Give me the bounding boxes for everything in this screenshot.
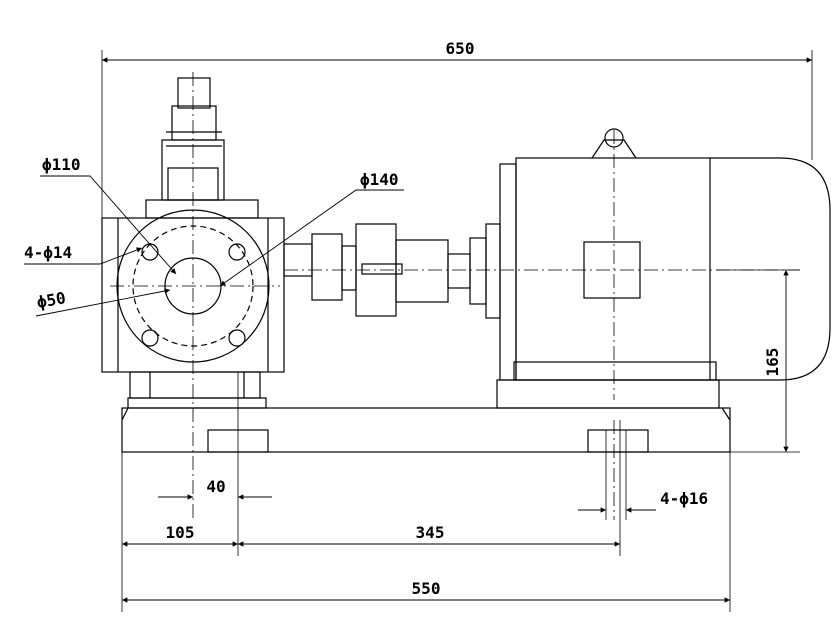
dimension-lines <box>102 57 812 603</box>
dim-coupling-dia: ϕ140 <box>360 170 399 189</box>
dim-overall-width: 650 <box>446 39 475 58</box>
dim-flange-dia: ϕ110 <box>42 155 81 174</box>
base-plate <box>121 379 731 453</box>
dim-shaft-height: 165 <box>763 348 782 377</box>
dim-bolt-holes: 4-ϕ14 <box>24 243 72 262</box>
dim-offset-small: 40 <box>206 477 225 496</box>
leader-lines <box>24 175 404 317</box>
dim-base-length: 550 <box>412 579 441 598</box>
dim-bolt-span: 345 <box>416 523 445 542</box>
motor <box>499 128 831 381</box>
extension-lines <box>101 50 813 612</box>
coupling-assembly <box>283 223 501 319</box>
dim-base-holes: 4-ϕ16 <box>660 489 708 508</box>
centre-lines <box>110 72 800 520</box>
dim-pump-offset: 105 <box>166 523 195 542</box>
dim-port-dia: ϕ50 <box>35 288 67 312</box>
